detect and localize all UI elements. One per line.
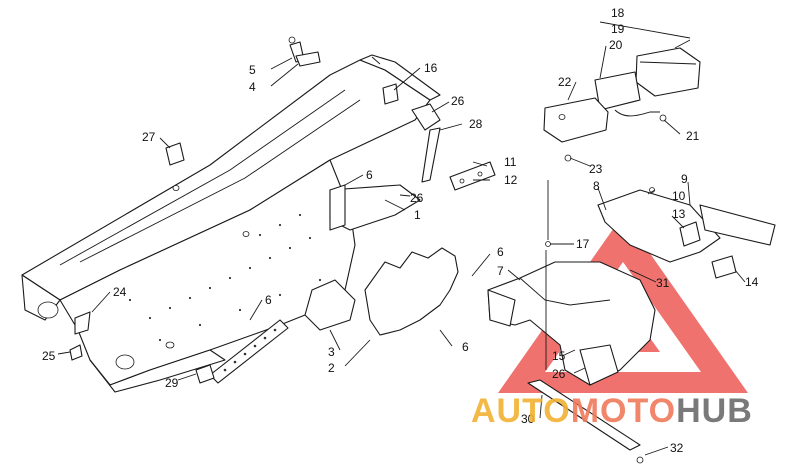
- callout-26: 26: [552, 367, 566, 381]
- callout-4: 4: [249, 80, 256, 94]
- callout-11: 11: [504, 155, 517, 169]
- callout-6: 6: [265, 293, 272, 307]
- callout-3: 3: [328, 345, 335, 359]
- callout-2: 2: [328, 361, 335, 375]
- callout-30: 30: [521, 412, 535, 426]
- callout-29: 29: [165, 376, 179, 390]
- watermark-moto: MOTO: [571, 392, 676, 430]
- callout-23: 23: [589, 162, 603, 176]
- callout-7: 7: [497, 264, 504, 278]
- callout-1: 1: [414, 208, 421, 222]
- callout-21: 21: [686, 129, 700, 143]
- callout-6: 6: [497, 245, 504, 259]
- callout-13: 13: [672, 207, 686, 221]
- callout-14: 14: [745, 275, 759, 289]
- tunnel-assembly: [21, 54, 441, 393]
- callout-25: 25: [42, 349, 56, 363]
- watermark-hub: HUB: [676, 392, 753, 430]
- callout-6: 6: [366, 168, 373, 182]
- callout-labels: 1 2 3 4 5 6 6 6 6 6 7 8 9 10 11 12 13 14…: [42, 6, 759, 455]
- callout-26: 26: [410, 191, 424, 205]
- callout-28: 28: [469, 117, 483, 131]
- callout-31: 31: [656, 276, 670, 290]
- callout-5: 5: [249, 63, 256, 77]
- callout-8: 8: [593, 179, 600, 193]
- svg-text:AUTOMOTOHUB: AUTOMOTOHUB: [471, 392, 753, 430]
- callout-16: 16: [424, 61, 438, 75]
- callout-6: 6: [462, 340, 469, 354]
- watermark-auto: AUTO: [471, 392, 571, 430]
- callout-17: 17: [576, 237, 590, 251]
- callout-18: 18: [611, 6, 625, 20]
- watermark-text: AUTOMOTOHUB: [471, 392, 753, 430]
- callout-20: 20: [609, 38, 623, 52]
- callout-27: 27: [142, 130, 156, 144]
- callout-9: 9: [681, 172, 688, 186]
- callout-26: 26: [451, 94, 465, 108]
- callout-19: 19: [611, 22, 625, 36]
- callout-15: 15: [552, 349, 566, 363]
- callout-12: 12: [504, 173, 518, 187]
- callout-32: 32: [670, 441, 684, 455]
- callout-24: 24: [113, 285, 127, 299]
- callout-10: 10: [672, 189, 686, 203]
- callout-22: 22: [558, 75, 572, 89]
- leader-lines: [57, 21, 746, 456]
